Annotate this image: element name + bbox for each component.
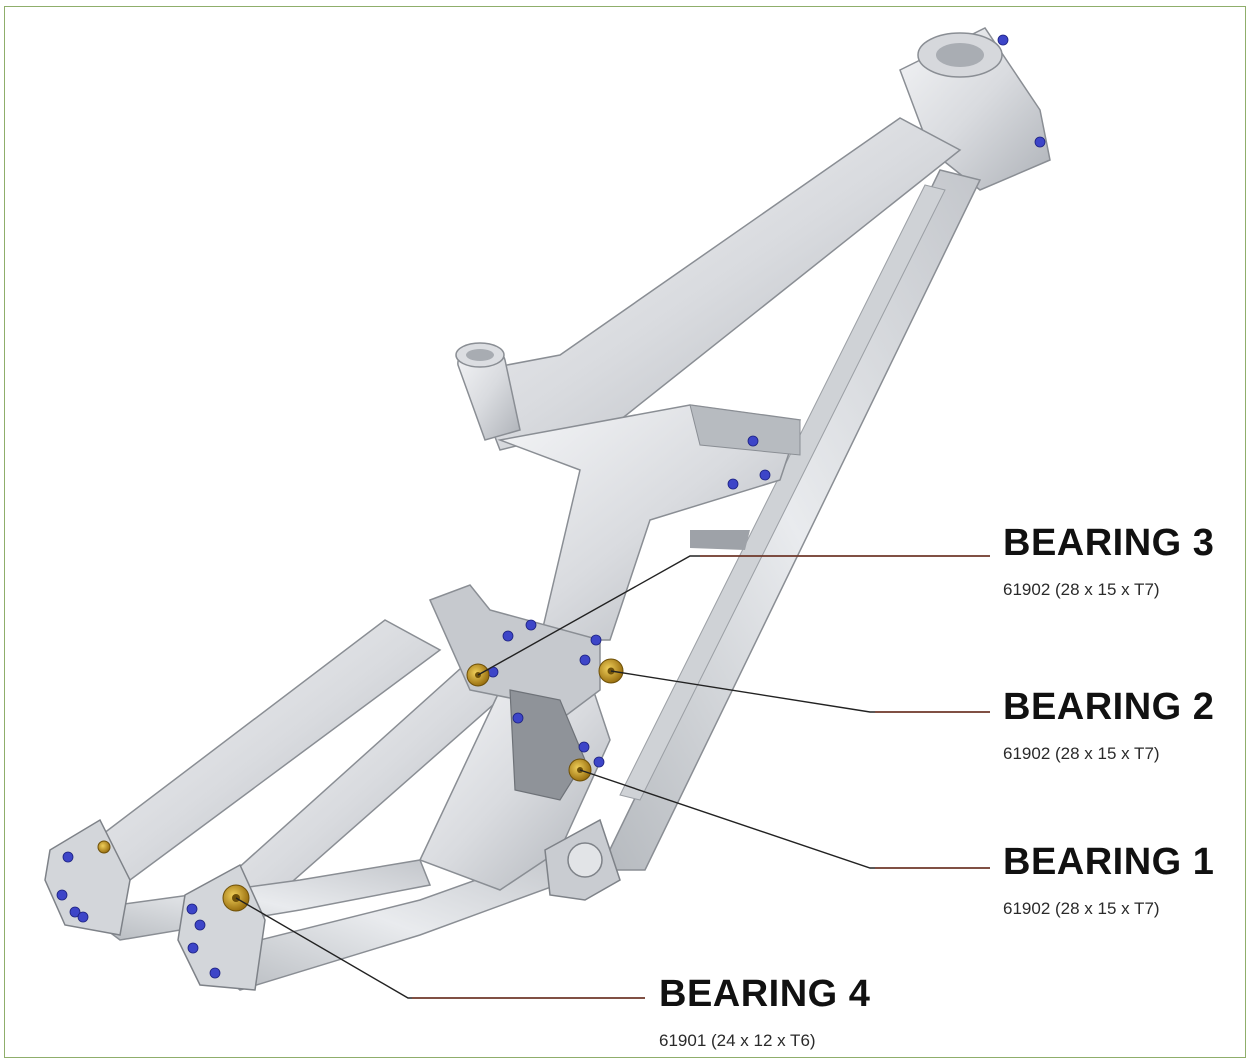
bearing-1-title: BEARING 1 xyxy=(1003,841,1215,883)
bearing-1-spec: 61902 (28 x 15 x T7) xyxy=(1003,899,1160,918)
bolt xyxy=(997,34,1009,46)
bolt xyxy=(525,619,537,631)
bolt xyxy=(727,478,739,490)
bearing-3-title: BEARING 3 xyxy=(1003,522,1215,564)
bolt xyxy=(502,630,514,642)
bolt xyxy=(578,741,590,753)
bolt xyxy=(194,919,206,931)
bolt xyxy=(579,654,591,666)
top-tube xyxy=(468,117,962,451)
shock-mount xyxy=(509,689,586,801)
bolt xyxy=(186,903,198,915)
bolt xyxy=(77,911,89,923)
pivot-bearing-small xyxy=(97,840,111,854)
bolt xyxy=(747,435,759,447)
bolt xyxy=(56,889,68,901)
bolt xyxy=(590,634,602,646)
bolt xyxy=(187,942,199,954)
bearing-4-spec: 61901 (24 x 12 x T6) xyxy=(659,1031,816,1050)
bearing-3-spec: 61902 (28 x 15 x T7) xyxy=(1003,580,1160,599)
bolt xyxy=(62,851,74,863)
bolt xyxy=(69,906,81,918)
bearing-2-title: BEARING 2 xyxy=(1003,686,1215,728)
bolt xyxy=(1034,136,1046,148)
image-border xyxy=(4,6,1246,1058)
bottom-bracket xyxy=(544,818,621,901)
bolt xyxy=(209,967,221,979)
bolt xyxy=(593,756,605,768)
bolt xyxy=(512,712,524,724)
rocker-link xyxy=(428,584,601,721)
bolt xyxy=(759,469,771,481)
bearing-4-title: BEARING 4 xyxy=(659,973,871,1015)
bearing-2-spec: 61902 (28 x 15 x T7) xyxy=(1003,744,1160,763)
seat-tube xyxy=(455,342,521,441)
